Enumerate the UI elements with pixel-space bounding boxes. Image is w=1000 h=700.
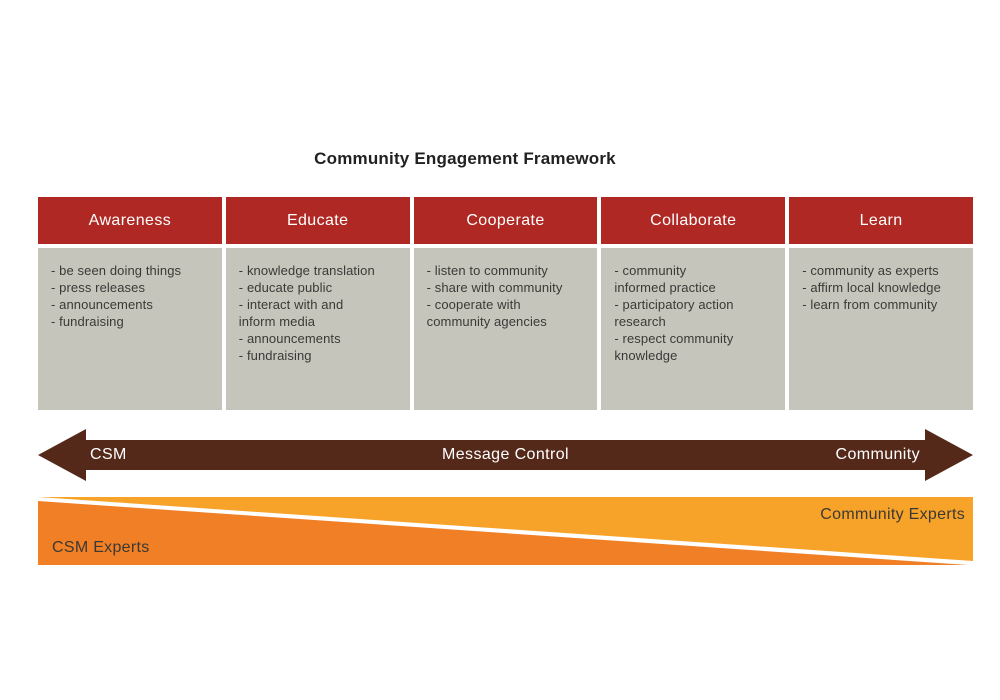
list-item: - press releases — [51, 280, 146, 295]
column-header: Collaborate — [601, 197, 786, 244]
list-item: - cooperate with community agencies — [426, 297, 547, 329]
message-control-arrow: CSM Message Control Community — [38, 427, 973, 483]
list-item: - community informed practice — [614, 263, 716, 295]
list-item: - share with community — [426, 280, 563, 295]
column-body: - community informed practice - particip… — [601, 248, 786, 410]
expertise-triangles-icon — [38, 497, 973, 565]
list-item: - be seen doing things — [51, 263, 182, 278]
column-collaborate: Collaborate - community informed practic… — [601, 197, 786, 410]
arrow-center-label: Message Control — [442, 446, 569, 463]
community-experts-label: Community Experts — [820, 506, 965, 523]
list-item: - participatory action research — [614, 297, 734, 329]
list-item: - community as experts — [802, 263, 939, 278]
list-item: - announcements — [238, 331, 341, 346]
double-arrow-icon — [38, 429, 973, 481]
arrow-right-label: Community — [835, 446, 920, 463]
column-header: Learn — [789, 197, 973, 244]
framework-table: Awareness - be seen doing things - press… — [38, 197, 973, 410]
column-cooperate: Cooperate - listen to community - share … — [413, 197, 598, 410]
column-learn: Learn - community as experts - affirm lo… — [789, 197, 973, 410]
expertise-gradient-band: CSM Experts Community Experts — [38, 495, 973, 566]
list-item: - announcements — [51, 297, 153, 312]
column-header: Cooperate — [413, 197, 598, 244]
list-item: - learn from community — [802, 297, 938, 312]
list-item: - respect community knowledge — [614, 331, 734, 363]
list-item: - fundraising — [238, 348, 312, 363]
list-item: - fundraising — [51, 314, 124, 329]
list-item: - knowledge translation — [238, 263, 375, 278]
list-item: - affirm local knowledge — [802, 280, 941, 295]
column-header: Educate — [225, 197, 410, 244]
column-awareness: Awareness - be seen doing things - press… — [38, 197, 222, 410]
list-item: - listen to community — [426, 263, 548, 278]
diagram-title: Community Engagement Framework — [314, 149, 616, 168]
arrow-left-label: CSM — [90, 446, 127, 463]
column-body: - listen to community - share with commu… — [413, 248, 598, 410]
column-body: - knowledge translation - educate public… — [225, 248, 410, 410]
column-educate: Educate - knowledge translation - educat… — [225, 197, 410, 410]
column-body: - community as experts - affirm local kn… — [789, 248, 973, 410]
list-item: - interact with and inform media — [238, 297, 344, 329]
csm-experts-label: CSM Experts — [52, 539, 150, 556]
column-header: Awareness — [38, 197, 222, 244]
column-body: - be seen doing things - press releases … — [38, 248, 222, 410]
list-item: - educate public — [238, 280, 333, 295]
